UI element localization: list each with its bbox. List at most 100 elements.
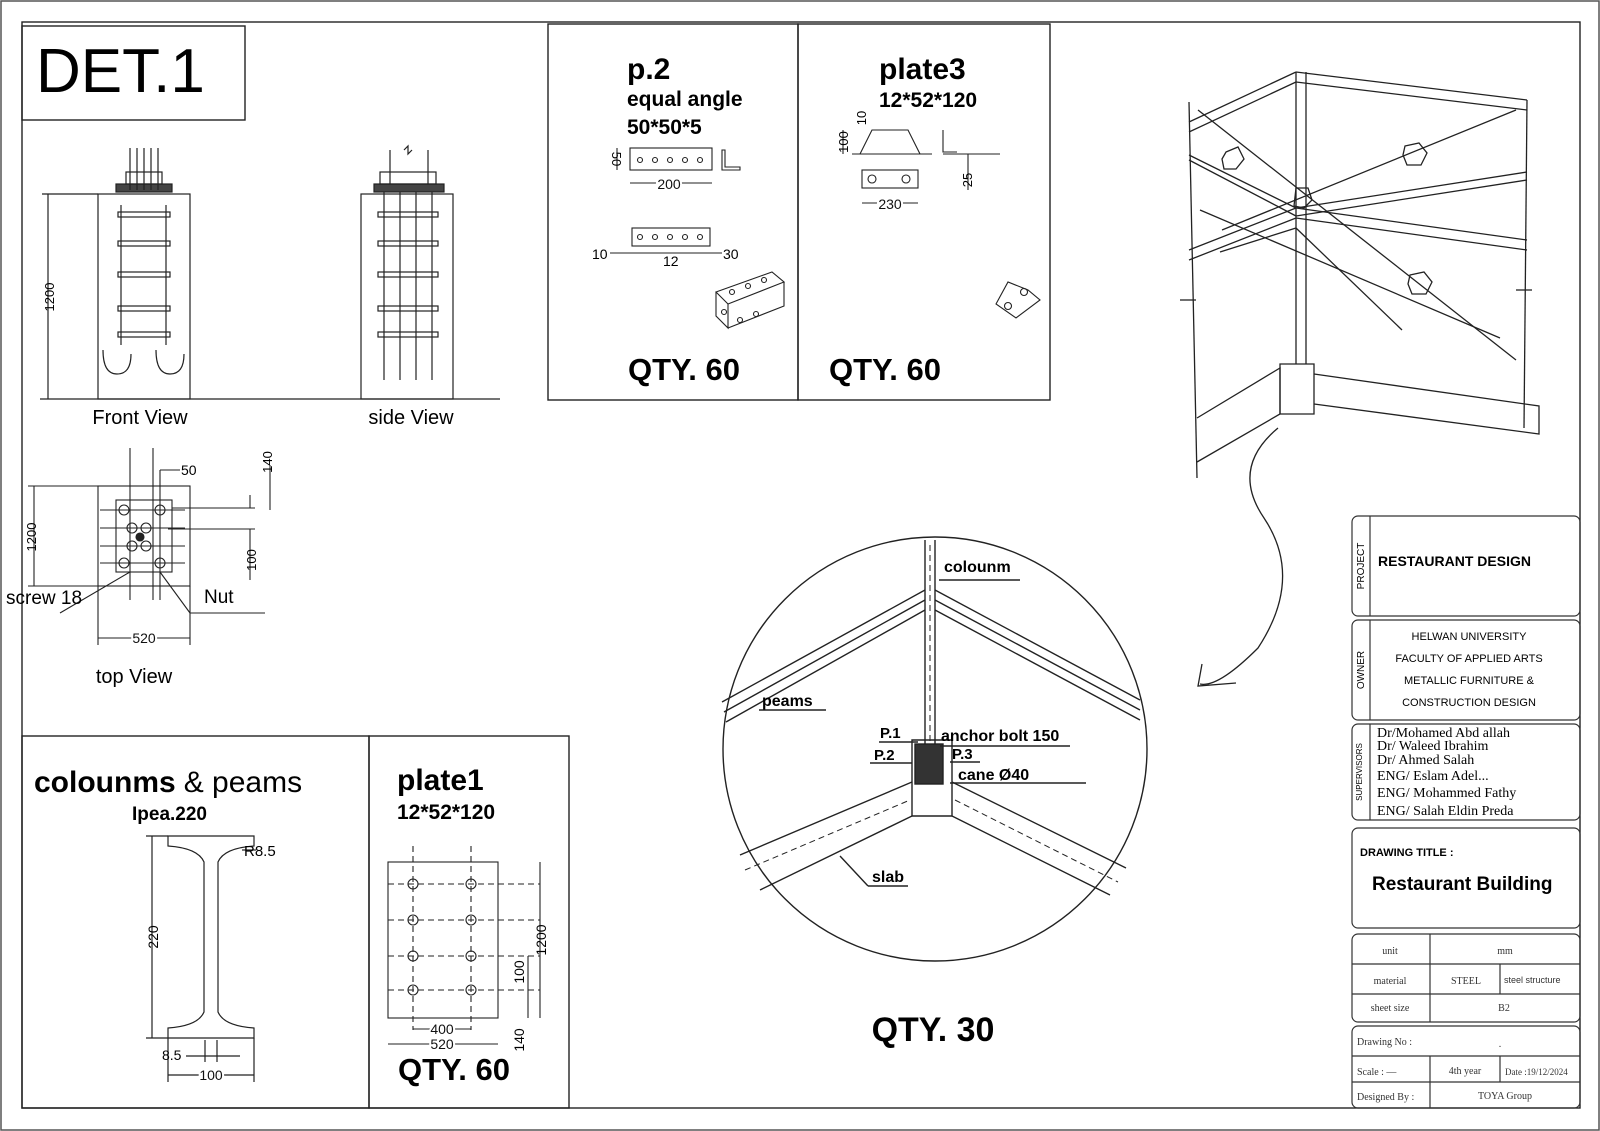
detail-p3-label: P.3 xyxy=(952,746,973,763)
plate3-qty: QTY. 60 xyxy=(829,352,941,387)
columns-title-bold: colounms xyxy=(34,766,176,799)
detail-slab-label: slab xyxy=(872,869,904,886)
tb-owner-line-2: FACULTY OF APPLIED ARTS xyxy=(1395,653,1542,665)
structure-perspective xyxy=(1180,71,1540,687)
top-dim-520: 520 xyxy=(132,630,156,646)
plate1-dim-140: 140 xyxy=(511,1028,527,1052)
tb-project-label: PROJECT xyxy=(1356,543,1367,590)
tb-supervisor-6: ENG/ Salah Eldin Preda xyxy=(1377,804,1514,819)
tb-drawing-no: . xyxy=(1499,1039,1502,1050)
plate1-size: 12*52*120 xyxy=(397,801,495,824)
detail-p2-label: P.2 xyxy=(874,747,895,764)
tb-scale-label: Scale : — xyxy=(1357,1067,1397,1078)
p2-dim-30: 30 xyxy=(723,246,739,262)
tb-material-note: steel structure xyxy=(1504,975,1561,985)
tb-supervisors: Dr/Mohamed Abd allah Dr/ Waleed Ibrahim … xyxy=(1377,726,1516,819)
p2-dim-200: 200 xyxy=(657,176,681,192)
p2-dim-10: 10 xyxy=(592,246,608,262)
tb-supervisors-label: SUPERVISORS xyxy=(1355,743,1364,801)
tb-owner-label: OWNER xyxy=(1356,651,1367,689)
plate1-dim-100: 100 xyxy=(511,960,527,984)
plate1-title: plate1 xyxy=(397,764,484,797)
p2-sketch xyxy=(610,147,786,330)
tb-supervisor-4: ENG/ Eslam Adel... xyxy=(1377,769,1489,784)
plate3-dim-100: 100 xyxy=(836,131,851,153)
p2-subtitle: equal angle xyxy=(627,88,743,111)
plate1-dim-520: 520 xyxy=(430,1036,454,1052)
p2-box xyxy=(547,23,799,401)
detail-p1-label: P.1 xyxy=(880,725,901,742)
beam-width-dim: 100 xyxy=(199,1067,223,1083)
p2-dim-50: 50 xyxy=(609,152,624,166)
plate1-qty: QTY. 60 xyxy=(398,1052,510,1087)
tb-owner-line-4: CONSTRUCTION DESIGN xyxy=(1402,697,1536,709)
tb-supervisor-5: ENG/ Mohammed Fathy xyxy=(1377,786,1516,801)
tb-designed-by-label: Designed By : xyxy=(1357,1092,1414,1103)
plate1-dim-400: 400 xyxy=(430,1021,454,1037)
top-dim-140: 140 xyxy=(260,451,275,473)
beam-web-dim: 8.5 xyxy=(162,1047,182,1063)
front-height-dim: 1200 xyxy=(42,283,57,312)
top-dim-50: 50 xyxy=(181,462,197,478)
plate1-sketch xyxy=(387,846,541,1045)
columns-section: Ipea.220 xyxy=(132,804,207,825)
sheet-title: DET.1 xyxy=(36,37,205,106)
tb-year: 4th year xyxy=(1449,1066,1482,1077)
tb-supervisor-3: Dr/ Ahmed Salah xyxy=(1377,753,1474,768)
top-view-label: top View xyxy=(96,666,173,688)
plate3-box xyxy=(797,23,1051,401)
columns-title-rest: & peams xyxy=(184,766,302,799)
tb-drawing-title: Restaurant Building xyxy=(1372,874,1553,895)
tb-drawing-title-label: DRAWING TITLE : xyxy=(1360,847,1454,859)
tb-owner-line-3: METALLIC FURNITURE & xyxy=(1404,675,1535,687)
plate3-dim-25: 25 xyxy=(960,173,975,187)
columns-title: colounms& peams xyxy=(34,766,302,799)
tb-unit-label: unit xyxy=(1382,946,1398,957)
side-view xyxy=(360,144,454,400)
p2-title: p.2 xyxy=(627,53,670,86)
i-beam-section xyxy=(146,835,256,1082)
tb-supervisor-1: Dr/Mohamed Abd allah xyxy=(1377,726,1510,741)
tb-project: RESTAURANT DESIGN xyxy=(1378,553,1531,569)
front-view-label: Front View xyxy=(92,407,188,429)
tb-sheet-size: B2 xyxy=(1498,1003,1510,1014)
plate3-title: plate3 xyxy=(879,53,966,86)
plate1-box xyxy=(368,735,570,1109)
title-block xyxy=(1351,515,1581,1109)
p2-dim-12: 12 xyxy=(663,253,679,269)
tb-material-label: material xyxy=(1374,976,1407,987)
tb-unit: mm xyxy=(1497,946,1513,957)
plate1-dim-1200: 1200 xyxy=(533,924,549,955)
detail-qty: QTY. 30 xyxy=(872,1011,995,1049)
plate3-dim-230: 230 xyxy=(878,196,902,212)
top-dim-1200: 1200 xyxy=(24,523,39,552)
joint-detail xyxy=(721,536,1148,962)
plate3-dim-10: 10 xyxy=(854,111,869,125)
tb-sheet-size-label: sheet size xyxy=(1371,1003,1410,1014)
top-view xyxy=(28,448,271,645)
tb-date: Date :19/12/2024 xyxy=(1505,1067,1568,1077)
side-view-label: side View xyxy=(368,407,454,429)
tb-table: unit mm material STEEL steel structure s… xyxy=(1357,946,1568,1103)
detail-cane-label: cane Ø40 xyxy=(958,767,1029,784)
sheet-title-box xyxy=(21,25,246,121)
detail-colounm-label: colounm xyxy=(944,559,1011,576)
nut-label: Nut xyxy=(204,587,234,608)
p2-size: 50*50*5 xyxy=(627,116,702,139)
screw-label: screw 18 xyxy=(6,588,82,609)
detail-peams-label: peams xyxy=(762,693,813,710)
beam-radius: R8.5 xyxy=(244,843,276,860)
beam-height-dim: 220 xyxy=(145,925,161,949)
tb-owner-line-1: HELWAN UNIVERSITY xyxy=(1412,631,1528,643)
plate3-sketch xyxy=(842,129,1041,319)
tb-drawing-no-label: Drawing No : xyxy=(1357,1037,1412,1048)
tb-material: STEEL xyxy=(1451,976,1481,987)
detail-anchor-label: anchor bolt 150 xyxy=(941,728,1059,745)
plate3-size: 12*52*120 xyxy=(879,89,977,112)
p2-qty: QTY. 60 xyxy=(628,352,740,387)
tb-designed-by: TOYA Group xyxy=(1478,1091,1532,1102)
tb-supervisor-2: Dr/ Waleed Ibrahim xyxy=(1377,739,1488,754)
top-dim-100: 100 xyxy=(244,549,259,571)
